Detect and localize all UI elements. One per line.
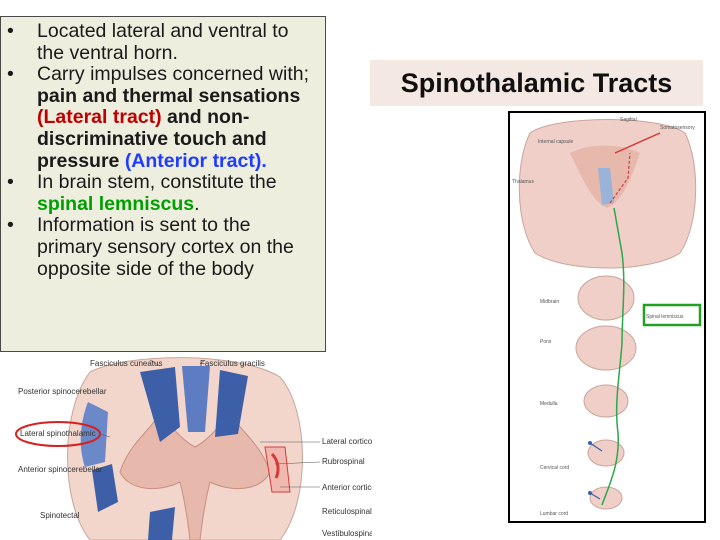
label-spinal-lemniscus: Spinal lemniscus	[646, 314, 684, 320]
label-vestibulospinal: Vestibulospinal	[322, 529, 372, 538]
label-fasciculus-gracilis: Fasciculus gracilis	[200, 359, 265, 368]
bullet-text-run: .	[194, 192, 200, 215]
fasciculus-gracilis-tract	[182, 366, 210, 432]
fasciculus-cuneatus-tract	[140, 367, 180, 442]
cortex-projection	[614, 132, 661, 154]
label-medulla: Medulla	[540, 401, 558, 407]
bullet-dot: •	[7, 171, 14, 194]
label-thalamus: Thalamus	[512, 179, 534, 185]
bullet-text-run: Carry impulses concerned with;	[37, 63, 310, 86]
grey-matter	[119, 411, 271, 540]
label-pons: Pons	[540, 339, 552, 345]
label-lumbar-cord: Lumbar cord	[540, 511, 568, 517]
bullet-text-run: spinal lemniscus	[37, 192, 195, 215]
label-internal-capsule: Internal capsule	[538, 139, 574, 145]
label-posterior-spinocerebellar: Posterior spinocerebellar	[18, 387, 107, 396]
bullet-item: • Located lateral and ventral to the vent…	[1, 20, 319, 64]
thalamocortical-fibers	[609, 152, 631, 204]
rubrospinal-tract	[270, 452, 280, 479]
bullet-dot: •	[7, 20, 14, 42]
cervical-cord-section	[587, 439, 625, 467]
anterior-tract	[148, 507, 175, 540]
label-lateral-corticospinal: Lateral corticospinal	[322, 437, 372, 446]
thalamus-structure	[598, 168, 614, 205]
ascending-pathway	[601, 207, 625, 506]
lumbar-cord-section	[589, 486, 623, 510]
posterior-spinocerebellar-tract	[80, 402, 108, 467]
label-cervical-cord: Cervical cord	[540, 465, 569, 471]
bullet-text-run: and non- discriminative touch and pressu…	[37, 106, 267, 172]
bullet-dot: •	[7, 63, 14, 86]
bullet-text-run: Located lateral and ventral to the ventr…	[37, 20, 289, 64]
label-anterior-spinocerebellar: Anterior spinocerebellar	[18, 465, 103, 474]
label-somatosensory: Somatosensory	[660, 125, 695, 131]
label-rubrospinal: Rubrospinal	[322, 457, 365, 466]
bullet-text-run: pain and thermal sensations	[37, 84, 301, 107]
spinal-cord-diagram: Fasciculus cuneatus Fasciculus gracilis …	[15, 357, 372, 540]
bullet-text-run: (Anterior tract).	[124, 149, 267, 172]
label-midbrain: Midbrain	[540, 299, 559, 305]
spinal-lemniscus-highlight-box	[642, 303, 702, 327]
pons-section	[575, 325, 637, 371]
bullet-item: • In brain stem, constitute the spinal le…	[1, 171, 319, 215]
bullet-text-run: In brain stem, constitute the	[37, 171, 277, 194]
label-reticulospinal: Reticulospinal	[322, 507, 372, 516]
slide-title: Spinothalamic Tracts	[370, 60, 703, 106]
midbrain-section	[577, 275, 635, 321]
label-sagittal: Sagittal	[620, 117, 637, 123]
bullet-text-run: Information is sent to the primary senso…	[37, 214, 294, 280]
pathway-diagram: Sagittal Somatosensory Internal capsule …	[512, 117, 702, 517]
bullet-item: • Information is sent to the primary sens…	[1, 215, 319, 280]
label-lateral-spinothalamic: Lateral spinothalamic	[20, 429, 96, 438]
spinal-cord-cross-section-figure: Fasciculus cuneatus Fasciculus gracilis …	[10, 352, 372, 540]
right-dorsal-tract	[215, 370, 248, 437]
label-anterior-corticospinal: Anterior corticospinal	[322, 483, 372, 492]
spinothalamic-pathway-figure: Sagittal Somatosensory Internal capsule …	[508, 111, 706, 523]
label-fasciculus-cuneatus: Fasciculus cuneatus	[90, 359, 162, 368]
medulla-section	[583, 384, 629, 418]
bullet-item: • Carry impulses concerned with; pain and…	[1, 63, 319, 172]
bullet-list: • Located lateral and ventral to the vent…	[1, 17, 325, 280]
label-spinotectal: Spinotectal	[40, 511, 80, 520]
bullet-dot: •	[7, 214, 14, 237]
bullet-text-run: (Lateral tract)	[37, 106, 162, 129]
lateral-spinothalamic-tract	[92, 464, 118, 512]
bullet-text-box: • Located lateral and ventral to the vent…	[0, 16, 326, 352]
